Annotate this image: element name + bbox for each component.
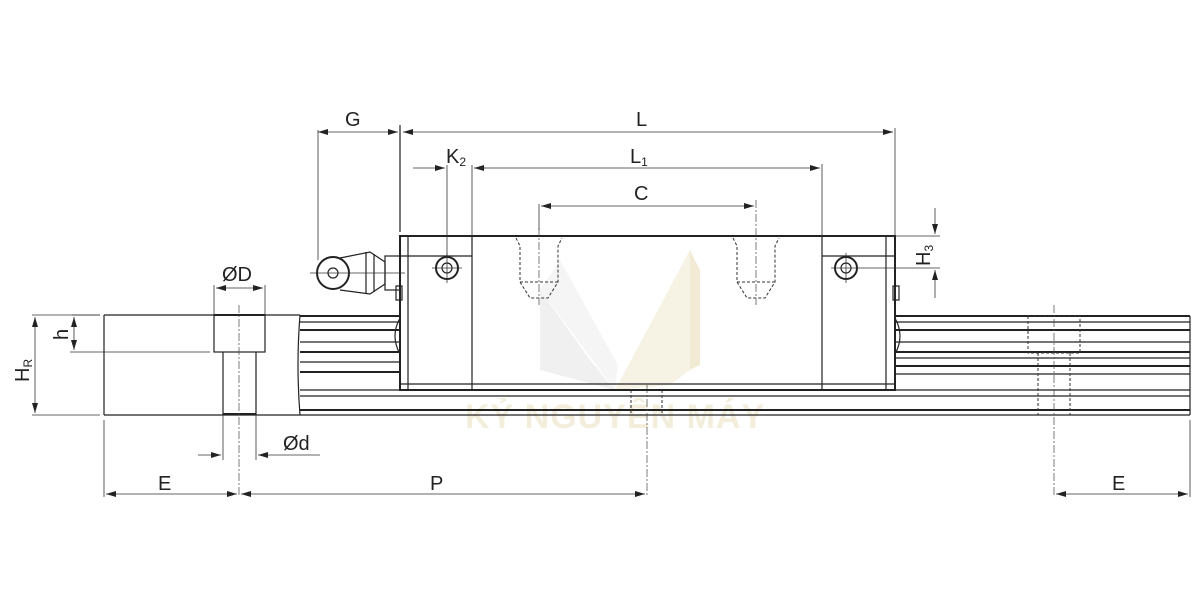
label-P: P — [430, 473, 443, 495]
dim-E-left — [103, 420, 237, 497]
rail-left-section — [70, 305, 300, 495]
dim-G — [317, 125, 401, 260]
label-L1: L1 — [630, 146, 648, 169]
label-h: h — [51, 329, 73, 340]
grease-nipple — [310, 251, 405, 295]
label-OD: ØD — [222, 264, 252, 286]
label-E-right: E — [1112, 473, 1125, 495]
dim-E-right — [1056, 420, 1191, 497]
watermark-text: KỶ NGUYÊN MÁY — [465, 398, 765, 436]
dim-K2 — [413, 165, 486, 256]
label-G: G — [345, 109, 361, 131]
carriage-block — [394, 200, 901, 391]
dim-HR — [32, 314, 100, 416]
dim-Od — [198, 415, 320, 460]
label-C: C — [634, 183, 648, 205]
label-L: L — [636, 109, 647, 131]
rail-hidden-hole-center — [630, 385, 663, 495]
label-K2: K2 — [446, 146, 466, 169]
watermark-logo — [540, 250, 700, 390]
label-E-left: E — [158, 473, 171, 495]
label-HR: HR — [12, 359, 35, 382]
dim-H3 — [870, 208, 940, 298]
dim-OD — [213, 285, 266, 315]
rail-hidden-hole-right — [1027, 305, 1081, 495]
dim-L1 — [474, 164, 823, 236]
dim-L — [403, 128, 896, 236]
dim-h — [71, 314, 100, 350]
dim-C — [538, 203, 754, 230]
label-Od: Ød — [283, 433, 310, 455]
label-H3: H3 — [913, 245, 936, 266]
